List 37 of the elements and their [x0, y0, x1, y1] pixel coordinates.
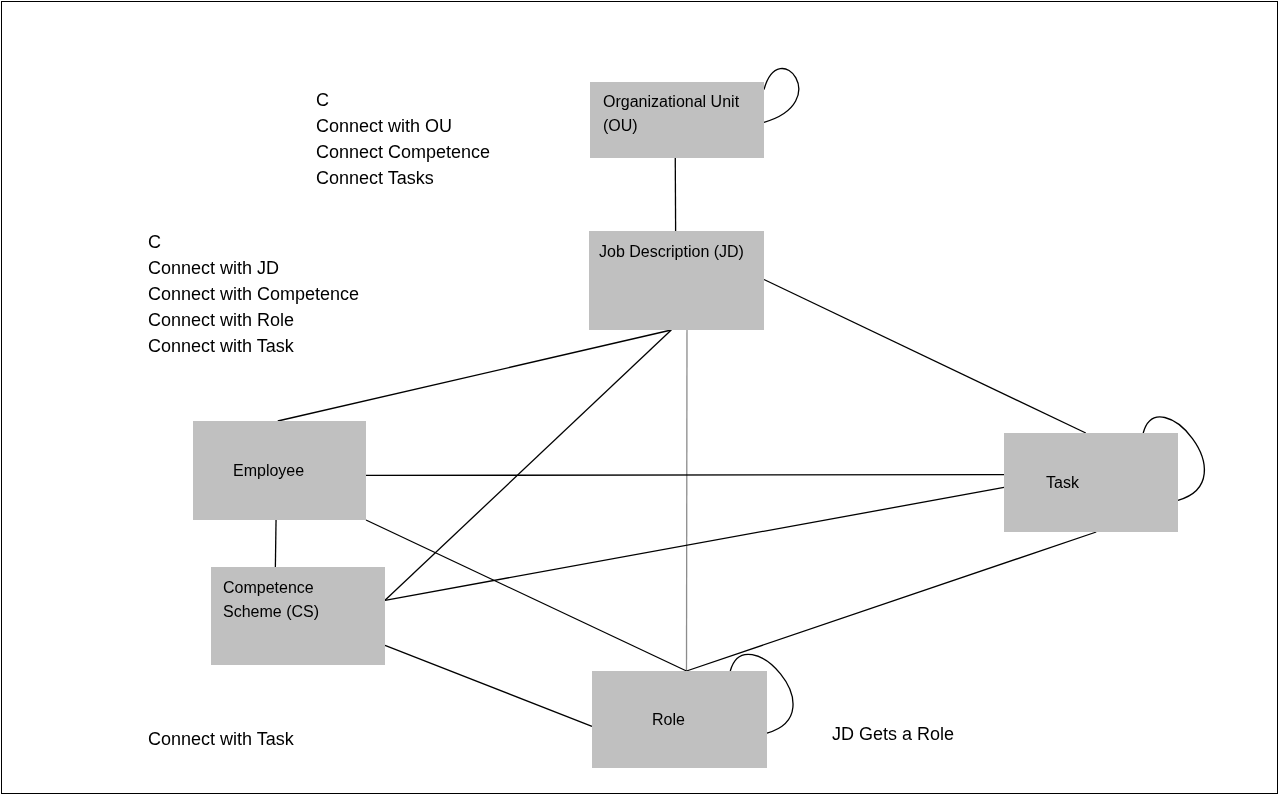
connector-line [365, 473, 1005, 477]
entity-box [592, 671, 767, 768]
entity-name: Organizational Unit (OU) [603, 92, 741, 136]
entity-name: Role [652, 710, 686, 730]
connector-line [763, 278, 1087, 434]
connector-line [685, 531, 1097, 672]
connector-line [365, 519, 688, 672]
annotation-text: Connect Tasks [316, 167, 434, 190]
annotation-text: Connect with Role [148, 309, 295, 332]
annotation-text: Connect with Task [148, 728, 294, 751]
annotation-text: Connect Competence [316, 141, 491, 164]
annotation-text: Connect with Competence [148, 283, 360, 306]
annotation-text: Connect with OU [316, 115, 453, 138]
self-loop-line [729, 654, 794, 734]
entity-box [590, 82, 764, 158]
entity-name: Competence Scheme (CS) [223, 578, 321, 622]
connector-line [384, 329, 672, 601]
connector-line [277, 329, 672, 422]
annotation-text: C [316, 89, 329, 112]
entity-box [1004, 433, 1178, 532]
annotation-text: JD Gets a Role [832, 723, 955, 746]
entity-name: Employee [233, 461, 306, 481]
self-loop-line [763, 68, 800, 123]
annotation-text: Connect with JD [148, 257, 280, 280]
self-loop-line [1142, 416, 1205, 501]
connector-line [384, 486, 1005, 601]
entity-name: Job Description (JD) [599, 242, 745, 262]
annotation-text: Connect with Task [148, 335, 294, 358]
entity-name: Task [1046, 473, 1080, 493]
entity-box [211, 567, 385, 665]
annotation-text: C [148, 231, 161, 254]
connector-line [384, 644, 593, 727]
connector-line [685, 329, 688, 672]
entity-box [589, 231, 764, 330]
connector-line [274, 519, 277, 568]
entity-box [193, 421, 366, 520]
connector-line [674, 157, 677, 232]
